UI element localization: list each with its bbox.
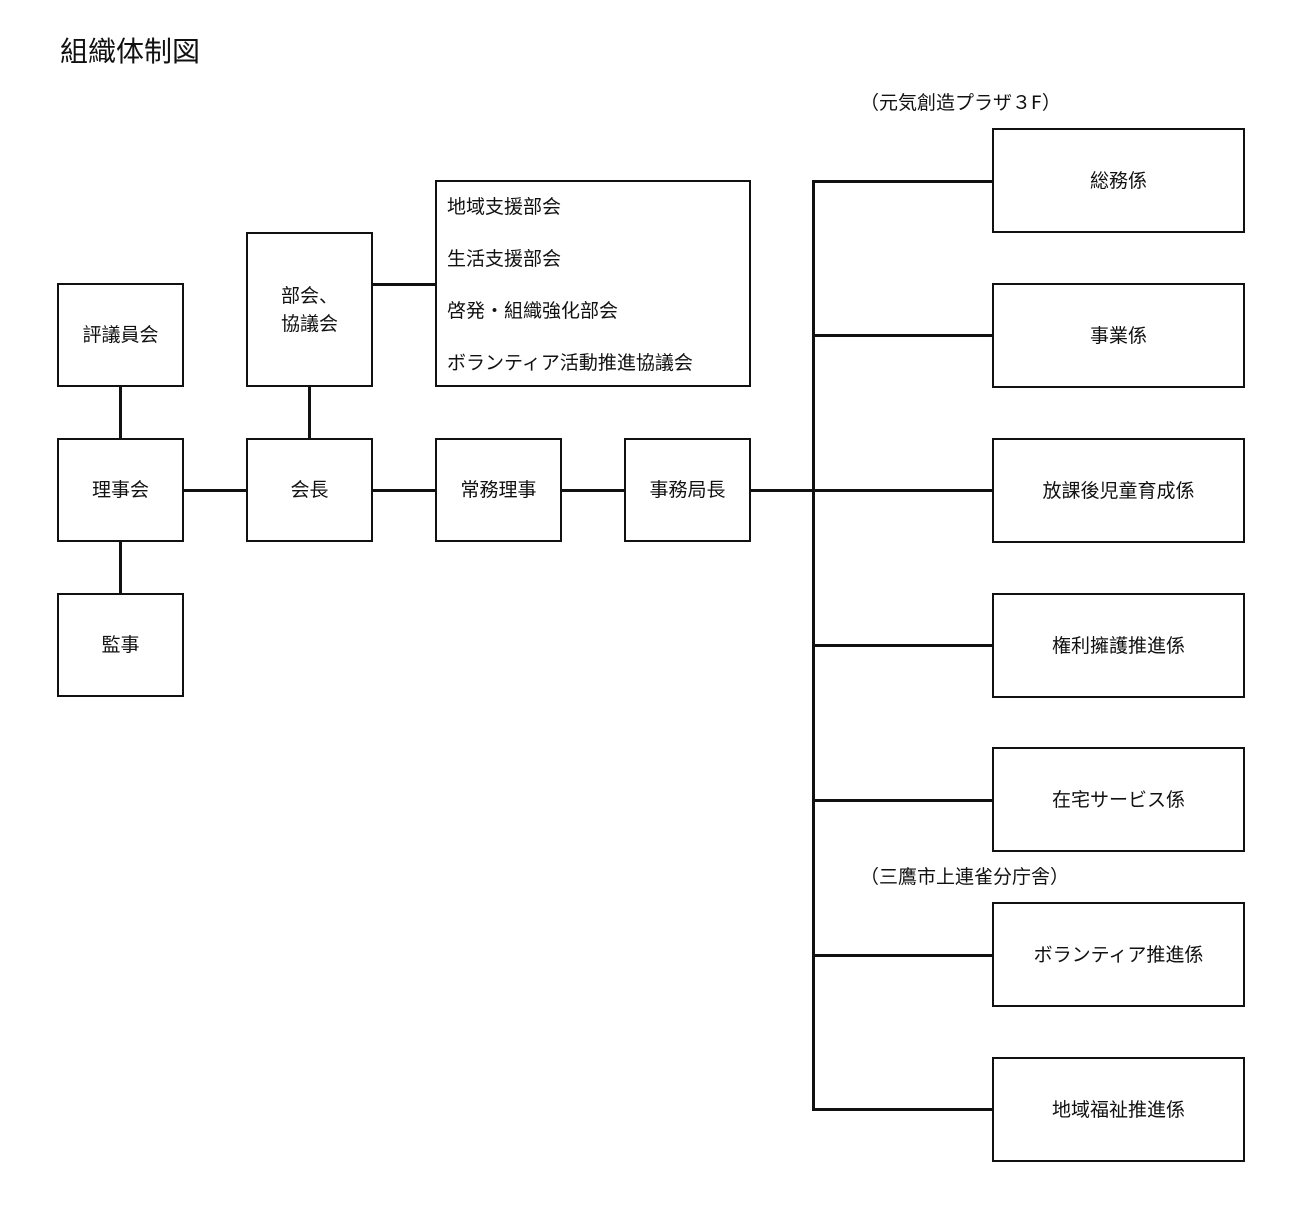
location-note-plaza: （元気創造プラザ３F）	[860, 92, 1061, 114]
section-box: 在宅サービス係	[992, 747, 1245, 852]
node-label-line2: 協議会	[280, 312, 338, 335]
node-kanji: 監事	[57, 593, 184, 697]
section-box: 総務係	[992, 128, 1245, 233]
section-label: 総務係	[1089, 169, 1147, 192]
section-label: ボランティア推進係	[1033, 943, 1204, 966]
node-label: 常務理事	[460, 479, 537, 501]
connector-kaicho-jomu	[372, 489, 436, 492]
node-label: 会長	[290, 479, 329, 501]
list-item: 生活支援部会	[447, 248, 562, 270]
connector-branch-2	[812, 334, 993, 337]
node-label: 理事会	[91, 479, 149, 501]
connector-branch-5	[812, 799, 993, 802]
node-jomu: 常務理事	[435, 438, 562, 542]
location-note-branch: （三鷹市上連雀分庁舎）	[860, 866, 1070, 888]
section-box: ボランティア推進係	[992, 902, 1245, 1007]
node-jimukyokucho: 事務局長	[624, 438, 751, 542]
section-box: 地域福祉推進係	[992, 1057, 1245, 1162]
connector-jimukyokucho-trunk	[750, 489, 813, 492]
connector-rijikai-kaicho	[183, 489, 247, 492]
connector-rijikai-kanji	[119, 541, 122, 594]
section-box: 権利擁護推進係	[992, 593, 1245, 698]
node-label: 事務局長	[649, 479, 726, 501]
node-rijikai: 理事会	[57, 438, 184, 542]
connector-bukai-kaicho	[308, 386, 311, 439]
section-label: 事業係	[1089, 324, 1147, 347]
connector-branch-3	[812, 489, 993, 492]
connector-bukai-list	[372, 283, 436, 286]
node-label: 監事	[101, 634, 140, 656]
section-label: 在宅サービス係	[1051, 788, 1185, 811]
bukai-list-box: 地域支援部会 生活支援部会 啓発・組織強化部会 ボランティア活動推進協議会	[435, 180, 751, 387]
connector-branch-6	[812, 954, 993, 957]
section-box: 事業係	[992, 283, 1245, 388]
connector-branch-4	[812, 644, 993, 647]
connector-branch-7	[812, 1108, 993, 1111]
list-item: ボランティア活動推進協議会	[447, 352, 693, 374]
connector-branch-1	[812, 180, 993, 183]
list-item: 地域支援部会	[447, 196, 562, 218]
node-label-line1: 部会、	[280, 284, 338, 307]
section-label: 地域福祉推進係	[1051, 1098, 1185, 1121]
connector-jomu-jimukyokucho	[561, 489, 625, 492]
page-title: 組織体制図	[60, 35, 201, 68]
section-box: 放課後児童育成係	[992, 438, 1245, 543]
node-hyogiin: 評議員会	[57, 283, 184, 387]
node-label: 評議員会	[82, 324, 159, 346]
list-item: 啓発・組織強化部会	[447, 300, 619, 322]
section-label: 権利擁護推進係	[1051, 634, 1185, 657]
section-label: 放課後児童育成係	[1042, 479, 1195, 502]
node-bukai: 部会、 協議会	[246, 232, 373, 387]
connector-hyogiin-rijikai	[119, 386, 122, 439]
node-kaicho: 会長	[246, 438, 373, 542]
